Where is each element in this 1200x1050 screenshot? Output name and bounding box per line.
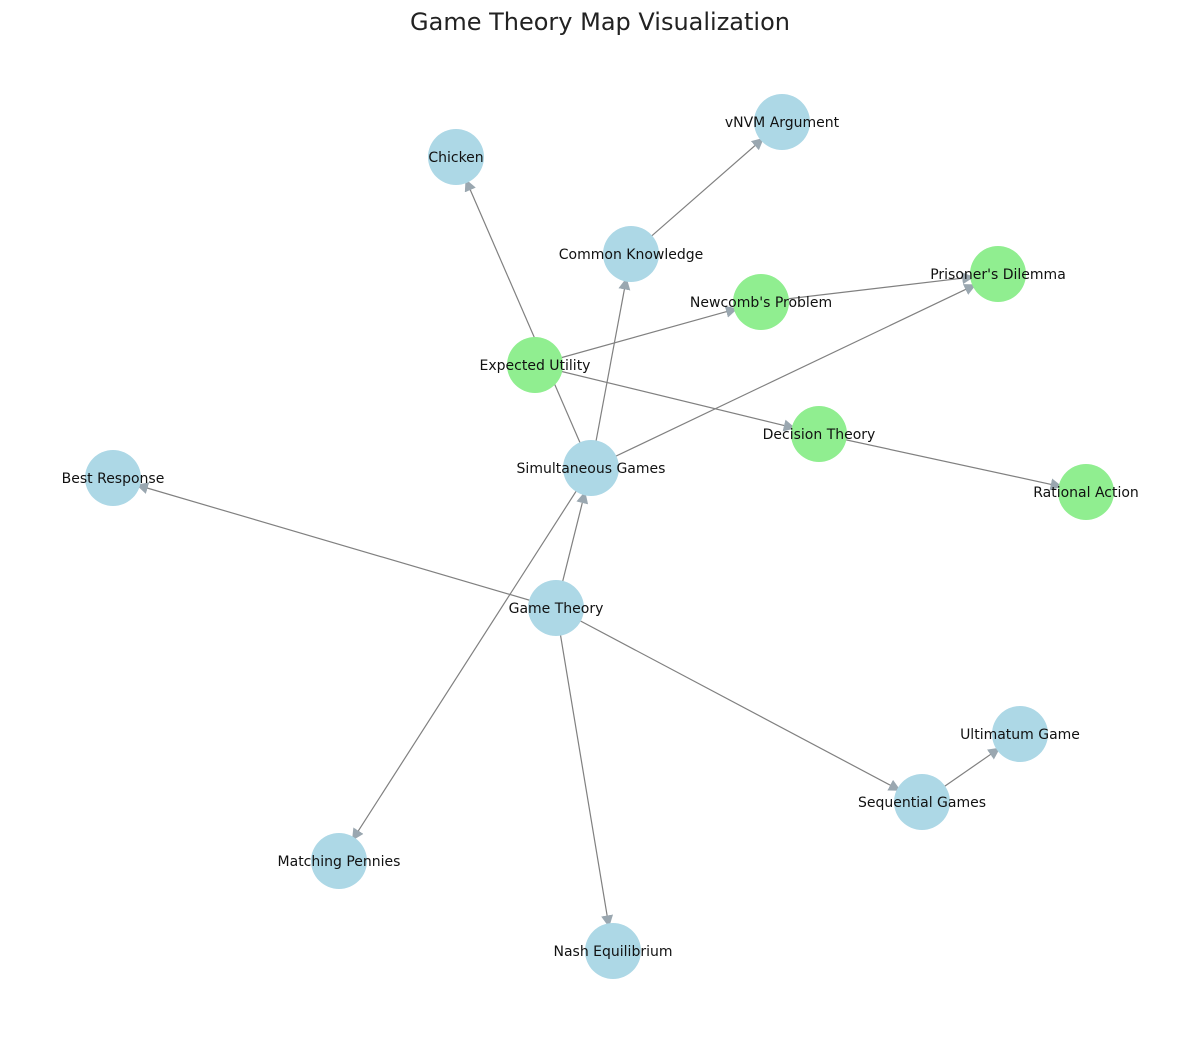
edge-decision_theory-to-rational_action: [818, 433, 1063, 491]
node-prisoners-dilemma[interactable]: Prisoner's Dilemma: [930, 246, 1066, 302]
node-circle[interactable]: [791, 406, 847, 462]
node-circle[interactable]: [733, 274, 789, 330]
edge-simultaneous_games-to-matching_pennies: [351, 467, 592, 842]
chart-title: Game Theory Map Visualization: [410, 8, 790, 36]
node-game-theory[interactable]: Game Theory: [509, 580, 604, 636]
node-circle[interactable]: [894, 774, 950, 830]
node-circle[interactable]: [754, 94, 810, 150]
node-circle[interactable]: [85, 450, 141, 506]
node-circle[interactable]: [603, 226, 659, 282]
node-sequential-games[interactable]: Sequential Games: [858, 774, 986, 830]
node-label: vNVM Argument: [725, 115, 840, 131]
edge-game_theory-to-nash_equilibrium: [555, 607, 614, 928]
node-label: Matching Pennies: [278, 854, 401, 870]
node-label: Expected Utility: [480, 358, 591, 374]
edge-newcomb-to-prisoners_dilemma: [760, 272, 975, 303]
node-expected-utility[interactable]: Expected Utility: [480, 337, 591, 393]
node-circle[interactable]: [563, 440, 619, 496]
node-simultaneous-games[interactable]: Simultaneous Games: [517, 440, 666, 496]
node-circle[interactable]: [311, 833, 367, 889]
node-label: Chicken: [428, 150, 483, 166]
node-best-response[interactable]: Best Response: [62, 450, 165, 506]
edge-game_theory-to-best_response: [135, 482, 557, 609]
node-label: Game Theory: [509, 601, 604, 617]
node-label: Best Response: [62, 471, 165, 487]
node-label: Newcomb's Problem: [690, 295, 832, 311]
node-ultimatum-game[interactable]: Ultimatum Game: [960, 706, 1080, 762]
node-circle[interactable]: [970, 246, 1026, 302]
node-label: Decision Theory: [763, 427, 876, 443]
node-circle[interactable]: [992, 706, 1048, 762]
node-label: Ultimatum Game: [960, 727, 1080, 743]
node-circle[interactable]: [428, 129, 484, 185]
node-label: Simultaneous Games: [517, 461, 666, 477]
edge-simultaneous_games-to-prisoners_dilemma: [590, 283, 977, 469]
node-circle[interactable]: [1058, 464, 1114, 520]
node-label: Rational Action: [1033, 485, 1139, 501]
node-label: Prisoner's Dilemma: [930, 267, 1066, 283]
node-newcomb[interactable]: Newcomb's Problem: [690, 274, 832, 330]
edges-layer: [135, 137, 1063, 928]
node-common-knowledge[interactable]: Common Knowledge: [559, 226, 703, 282]
node-decision-theory[interactable]: Decision Theory: [763, 406, 876, 462]
edge-simultaneous_games-to-chicken: [464, 178, 592, 469]
node-matching-pennies[interactable]: Matching Pennies: [278, 833, 401, 889]
node-circle[interactable]: [585, 923, 641, 979]
node-nash-equilibrium[interactable]: Nash Equilibrium: [554, 923, 673, 979]
edge-simultaneous_games-to-common_knowledge: [590, 277, 631, 469]
edge-common_knowledge-to-vnvm: [630, 137, 765, 255]
edge-expected_utility-to-decision_theory: [534, 364, 796, 432]
edge-expected_utility-to-newcomb: [534, 305, 739, 366]
node-label: Sequential Games: [858, 795, 986, 811]
node-label: Nash Equilibrium: [554, 944, 673, 960]
node-vnvm[interactable]: vNVM Argument: [725, 94, 840, 150]
node-label: Common Knowledge: [559, 247, 703, 263]
node-rational-action[interactable]: Rational Action: [1033, 464, 1139, 520]
node-circle[interactable]: [528, 580, 584, 636]
node-circle[interactable]: [507, 337, 563, 393]
node-chicken[interactable]: Chicken: [428, 129, 484, 185]
edge-game_theory-to-sequential_games: [555, 607, 902, 792]
